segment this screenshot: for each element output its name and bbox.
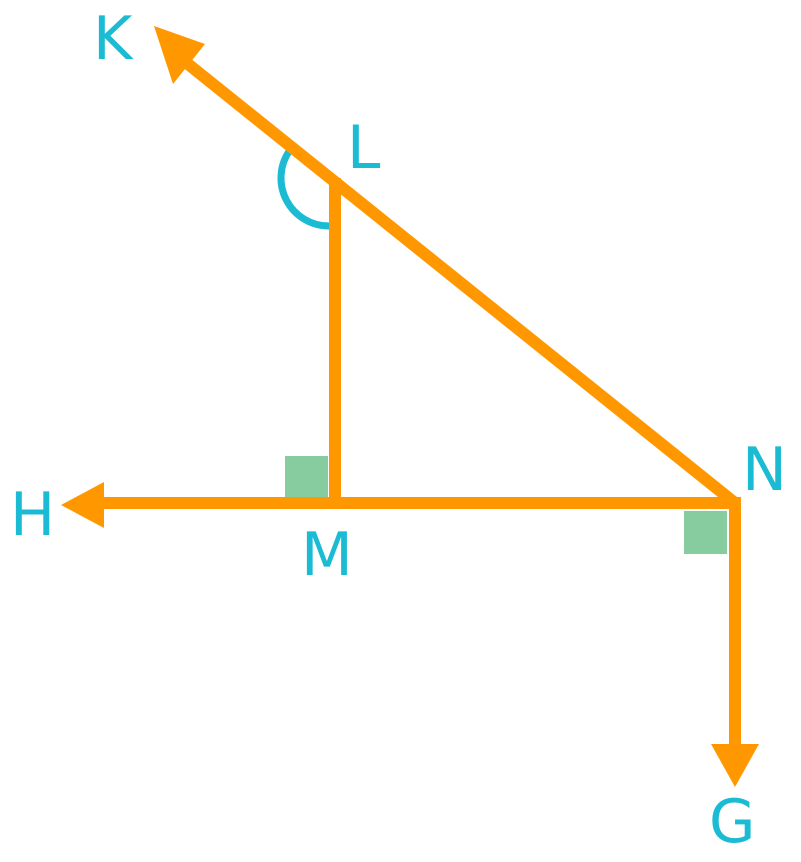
label-h: H xyxy=(10,480,55,550)
label-k: K xyxy=(93,4,134,74)
arrowhead-g xyxy=(711,744,759,787)
right-angle-marker-m xyxy=(285,456,328,499)
angle-arc-kl xyxy=(277,146,334,230)
segment-k-n xyxy=(174,51,739,508)
label-l: L xyxy=(347,113,381,183)
right-angle-marker-n xyxy=(684,511,727,554)
label-m: M xyxy=(301,520,353,590)
arrowhead-h xyxy=(61,482,104,528)
label-n: N xyxy=(742,435,787,505)
label-g: G xyxy=(709,787,756,857)
arrowhead-k xyxy=(154,26,205,84)
